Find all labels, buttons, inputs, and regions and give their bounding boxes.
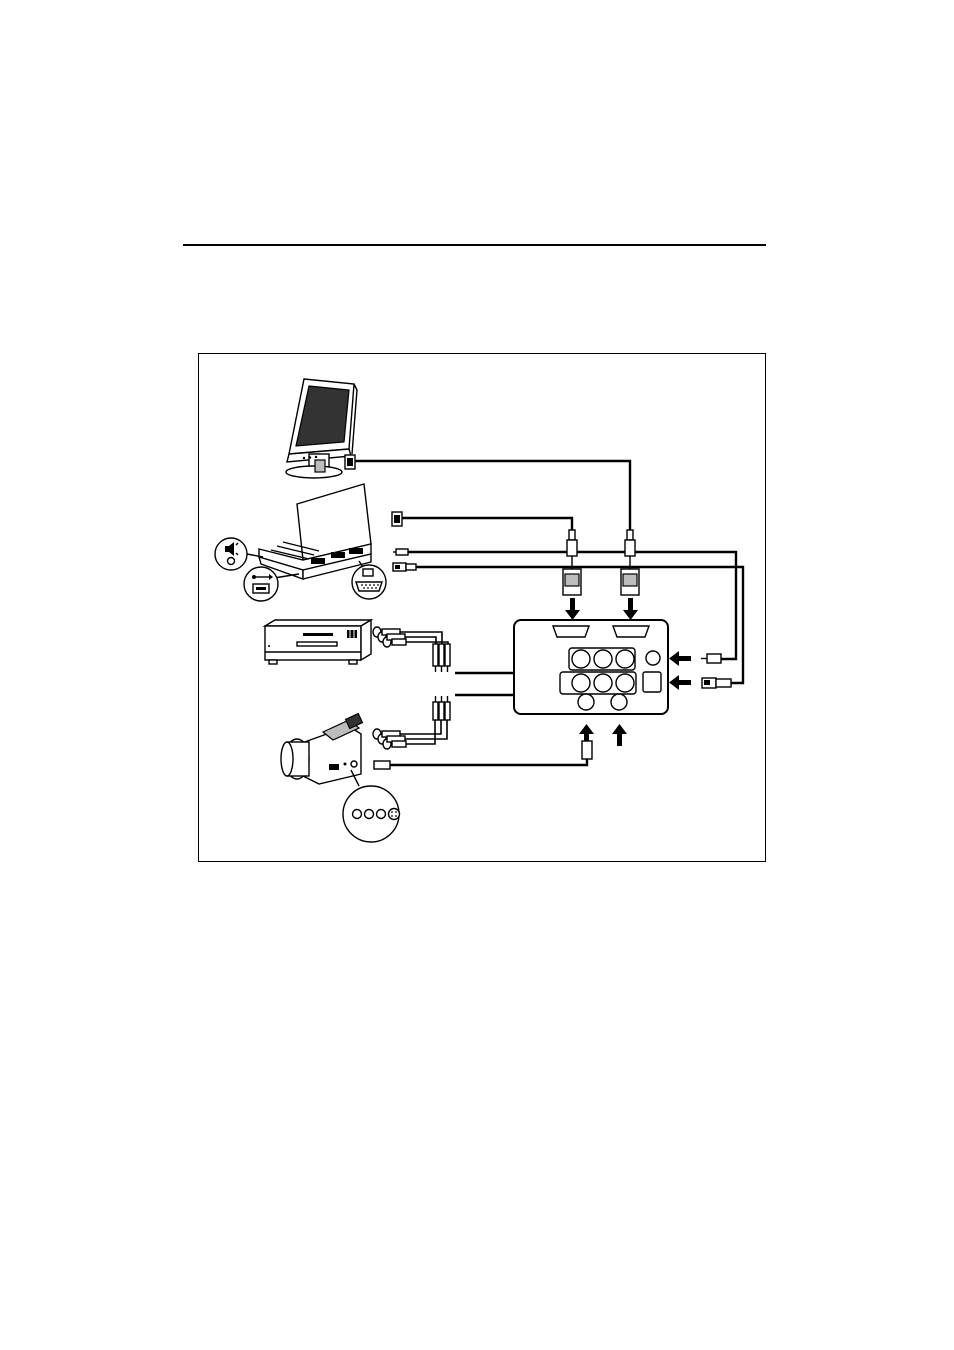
- camcorder-icon: [281, 714, 362, 784]
- usb-plug-icon: [702, 678, 731, 688]
- vga-plug-icon: [392, 512, 402, 526]
- dvd-player-icon: [265, 620, 371, 664]
- rca-plug-set-icon: [433, 696, 450, 720]
- vga-plug-icon: [345, 455, 355, 469]
- notebook-computer-icon: [259, 484, 371, 579]
- cable-lines: [355, 461, 743, 765]
- usb-plug-icon: [393, 563, 416, 571]
- s-video-plug-icon: [582, 741, 592, 759]
- vga-port-icon: [352, 561, 386, 599]
- audio-plug-icon: [701, 654, 721, 663]
- rca-plug-set-icon: [373, 729, 406, 749]
- connection-diagram: [198, 353, 766, 862]
- rca-plug-set-icon: [373, 627, 406, 647]
- vga-connector-icon: [563, 530, 639, 595]
- connector-panel-icon: [514, 620, 668, 714]
- s-video-plug-icon: [374, 761, 390, 769]
- rca-plug-set-icon: [433, 644, 450, 672]
- av-jacks-icon: [343, 770, 400, 842]
- speaker-icon: [215, 538, 263, 570]
- audio-plug-icon: [393, 549, 408, 555]
- header-rule: [183, 244, 766, 246]
